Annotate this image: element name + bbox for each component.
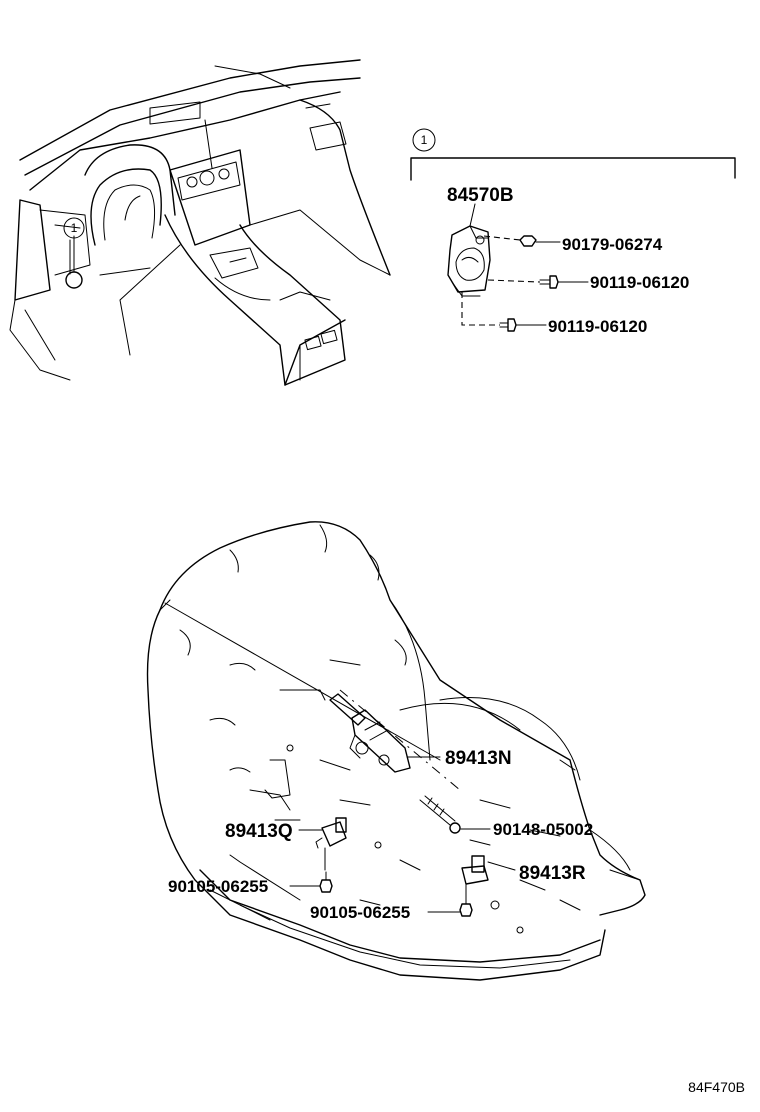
sensor-89413q-drawing [315,817,347,871]
label-sensor-q: 89413Q [225,821,293,842]
bolt-upper [539,275,589,289]
sensor-assy-drawing [447,225,491,297]
transmission-illustration [146,521,646,981]
detail-view: 1 [410,128,736,332]
sensor-location-marker [65,271,83,289]
dashboard-callout: 1 [63,217,85,239]
dashboard-illustration [9,59,391,386]
sensor-89413r-drawing [461,855,489,899]
label-bolt-upper: 90119-06120 [590,273,689,292]
label-sensor-r: 89413R [519,863,586,884]
label-stud-bolt: 90148-05002 [493,820,593,839]
label-sensor-assy: 84570B [447,185,514,206]
dashboard-callout-number: 1 [71,221,78,235]
label-bolt-q: 90105-06255 [168,877,268,896]
bolt-q-drawing [319,871,333,893]
stud-bolt [419,795,461,834]
diagram-id: 84F470B [688,1079,745,1095]
label-bolt-r: 90105-06255 [310,903,410,922]
nut-90179-06274 [519,235,561,247]
label-nut: 90179-06274 [562,235,663,254]
label-bolt-lower: 90119-06120 [548,317,647,336]
sensor-89413n-drawing [329,689,461,791]
bolt-r-drawing [459,897,473,917]
bolt-lower [499,318,547,332]
label-sensor-n: 89413N [445,748,512,769]
detail-callout-number: 1 [421,133,428,147]
